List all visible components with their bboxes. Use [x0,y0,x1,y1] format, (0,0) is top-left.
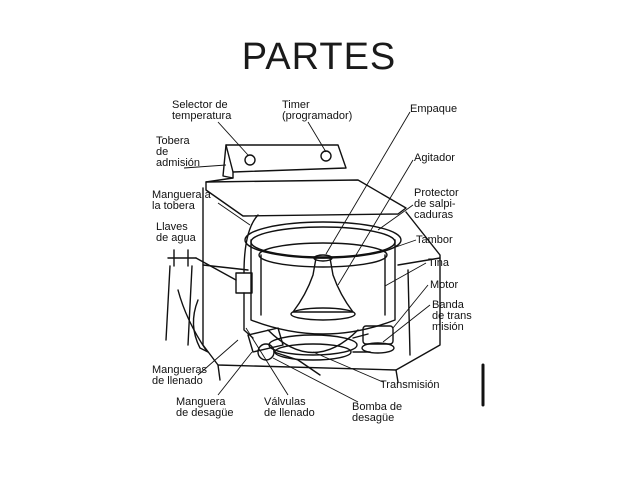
label-manguera-tobera: Manguera a la tobera [152,189,211,212]
slide-title: PARTES [241,36,397,78]
label-banda: Banda de trans misión [432,299,472,333]
label-empaque: Empaque [410,103,458,115]
label-transmision: Transmisión [380,379,440,391]
label-tambor: Tambor [416,234,453,246]
water-taps [167,249,197,267]
label-timer: Timer (programador) [282,99,353,122]
label-protector: Protector de salpi- caduras [414,187,459,221]
drain-pump [257,343,275,361]
timer-knob [320,150,332,162]
temperature-knob [244,154,256,166]
label-llaves: Llaves de agua [156,221,196,244]
label-selector-temperatura: Selector de temperatura [172,99,232,122]
washing-machine-drawing [165,111,485,407]
machine-top [205,179,407,217]
nozzle-hose [243,214,259,274]
tub-wall [250,239,396,335]
label-mangueras-llenado: Mangueras de llenado [152,364,208,387]
drive-belt [352,333,371,353]
drain-hose [192,299,209,353]
label-tobera: Tobera de admisión [156,135,201,169]
control-panel [225,144,347,173]
label-tina: Tina [428,257,449,269]
label-manguera-desague: Manguera de desagüe [176,396,234,419]
label-agitador: Agitador [414,152,455,164]
label-valvulas: Válvulas de llenado [264,396,315,419]
fill-valves [235,272,253,294]
label-bomba: Bomba de desagüe [352,401,403,424]
washing-machine-diagram: Selector de temperatura Timer (programad… [148,90,490,430]
label-motor: Motor [430,279,459,291]
